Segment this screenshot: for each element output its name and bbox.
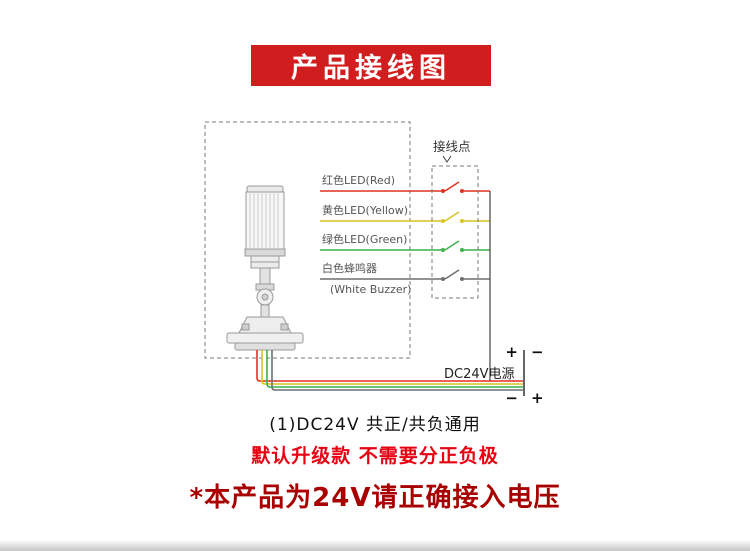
lamp-base-lip [234, 342, 296, 351]
lamp-lens-stripes [249, 193, 279, 248]
caption-note-red: 默认升级款 不需要分正负极 [251, 445, 499, 467]
wire-label-yellow: 黄色LED(Yellow) [322, 203, 408, 217]
caption-wiring-mode: (1)DC24V 共正/共负通用 [269, 415, 481, 435]
wire-label-red: 红色LED(Red) [322, 173, 395, 187]
switch-blade [444, 181, 460, 192]
title-banner: 产品接线图 [251, 45, 491, 86]
lamp-bolt-left [241, 323, 250, 331]
lamp-base-plate [226, 332, 304, 344]
wire-label-green: 绿色LED(Green) [322, 232, 407, 246]
lamp-pole [260, 304, 270, 319]
tower-light-illustration [226, 185, 304, 351]
switch-terminal [460, 277, 464, 281]
down-arrow-icon [442, 155, 452, 163]
wire-white-buzzer: 白色蜂鸣器 (White Buzzer) [320, 261, 490, 296]
wire-green-led: 绿色LED(Green) [320, 232, 490, 252]
cable-bundle [256, 350, 523, 391]
lamp-bolt-right [280, 323, 289, 331]
switch-terminal [460, 248, 464, 252]
switch-terminal [460, 189, 464, 193]
switch-terminal [441, 277, 445, 281]
bottom-fade-strip [0, 540, 750, 551]
bundle-wire-green [266, 350, 523, 388]
connection-points: 接线点 [431, 139, 479, 299]
switch-terminal [460, 219, 464, 223]
wire-label-buzzer: 白色蜂鸣器 [322, 261, 377, 275]
switch-blade [444, 269, 460, 280]
lamp-joint-center [261, 293, 269, 301]
switch-blade [444, 240, 460, 251]
polarity-bottom-minus: − [505, 389, 518, 407]
switch-terminal [441, 248, 445, 252]
bundle-wire-red [256, 350, 523, 382]
polarity-top-minus: − [531, 343, 544, 361]
caption-voltage-warning: *本产品为24V请正确接入电压 [189, 483, 561, 513]
power-supply-label: DC24V电源 [444, 367, 515, 382]
wire-label-buzzer-en: (White Buzzer) [330, 283, 411, 296]
connection-points-label: 接线点 [433, 139, 471, 154]
switch-blade [444, 211, 460, 222]
page-title: 产品接线图 [291, 53, 451, 84]
wire-yellow-led: 黄色LED(Yellow) [320, 203, 490, 223]
switch-terminal [441, 219, 445, 223]
polarity-top-plus: + [505, 343, 518, 361]
wire-red-led: 红色LED(Red) [320, 173, 490, 193]
lamp-cap [246, 185, 284, 193]
lamp-band [244, 248, 286, 257]
bundle-wire-buzzer [271, 350, 523, 391]
device-outline-box [204, 121, 411, 359]
bundle-wire-yellow [261, 350, 523, 385]
polarity-bottom-plus: + [531, 389, 544, 407]
lamp-neck [259, 267, 271, 285]
connection-points-box [431, 165, 479, 299]
switch-terminal [441, 189, 445, 193]
power-supply: DC24V电源 + − − + [444, 343, 544, 407]
